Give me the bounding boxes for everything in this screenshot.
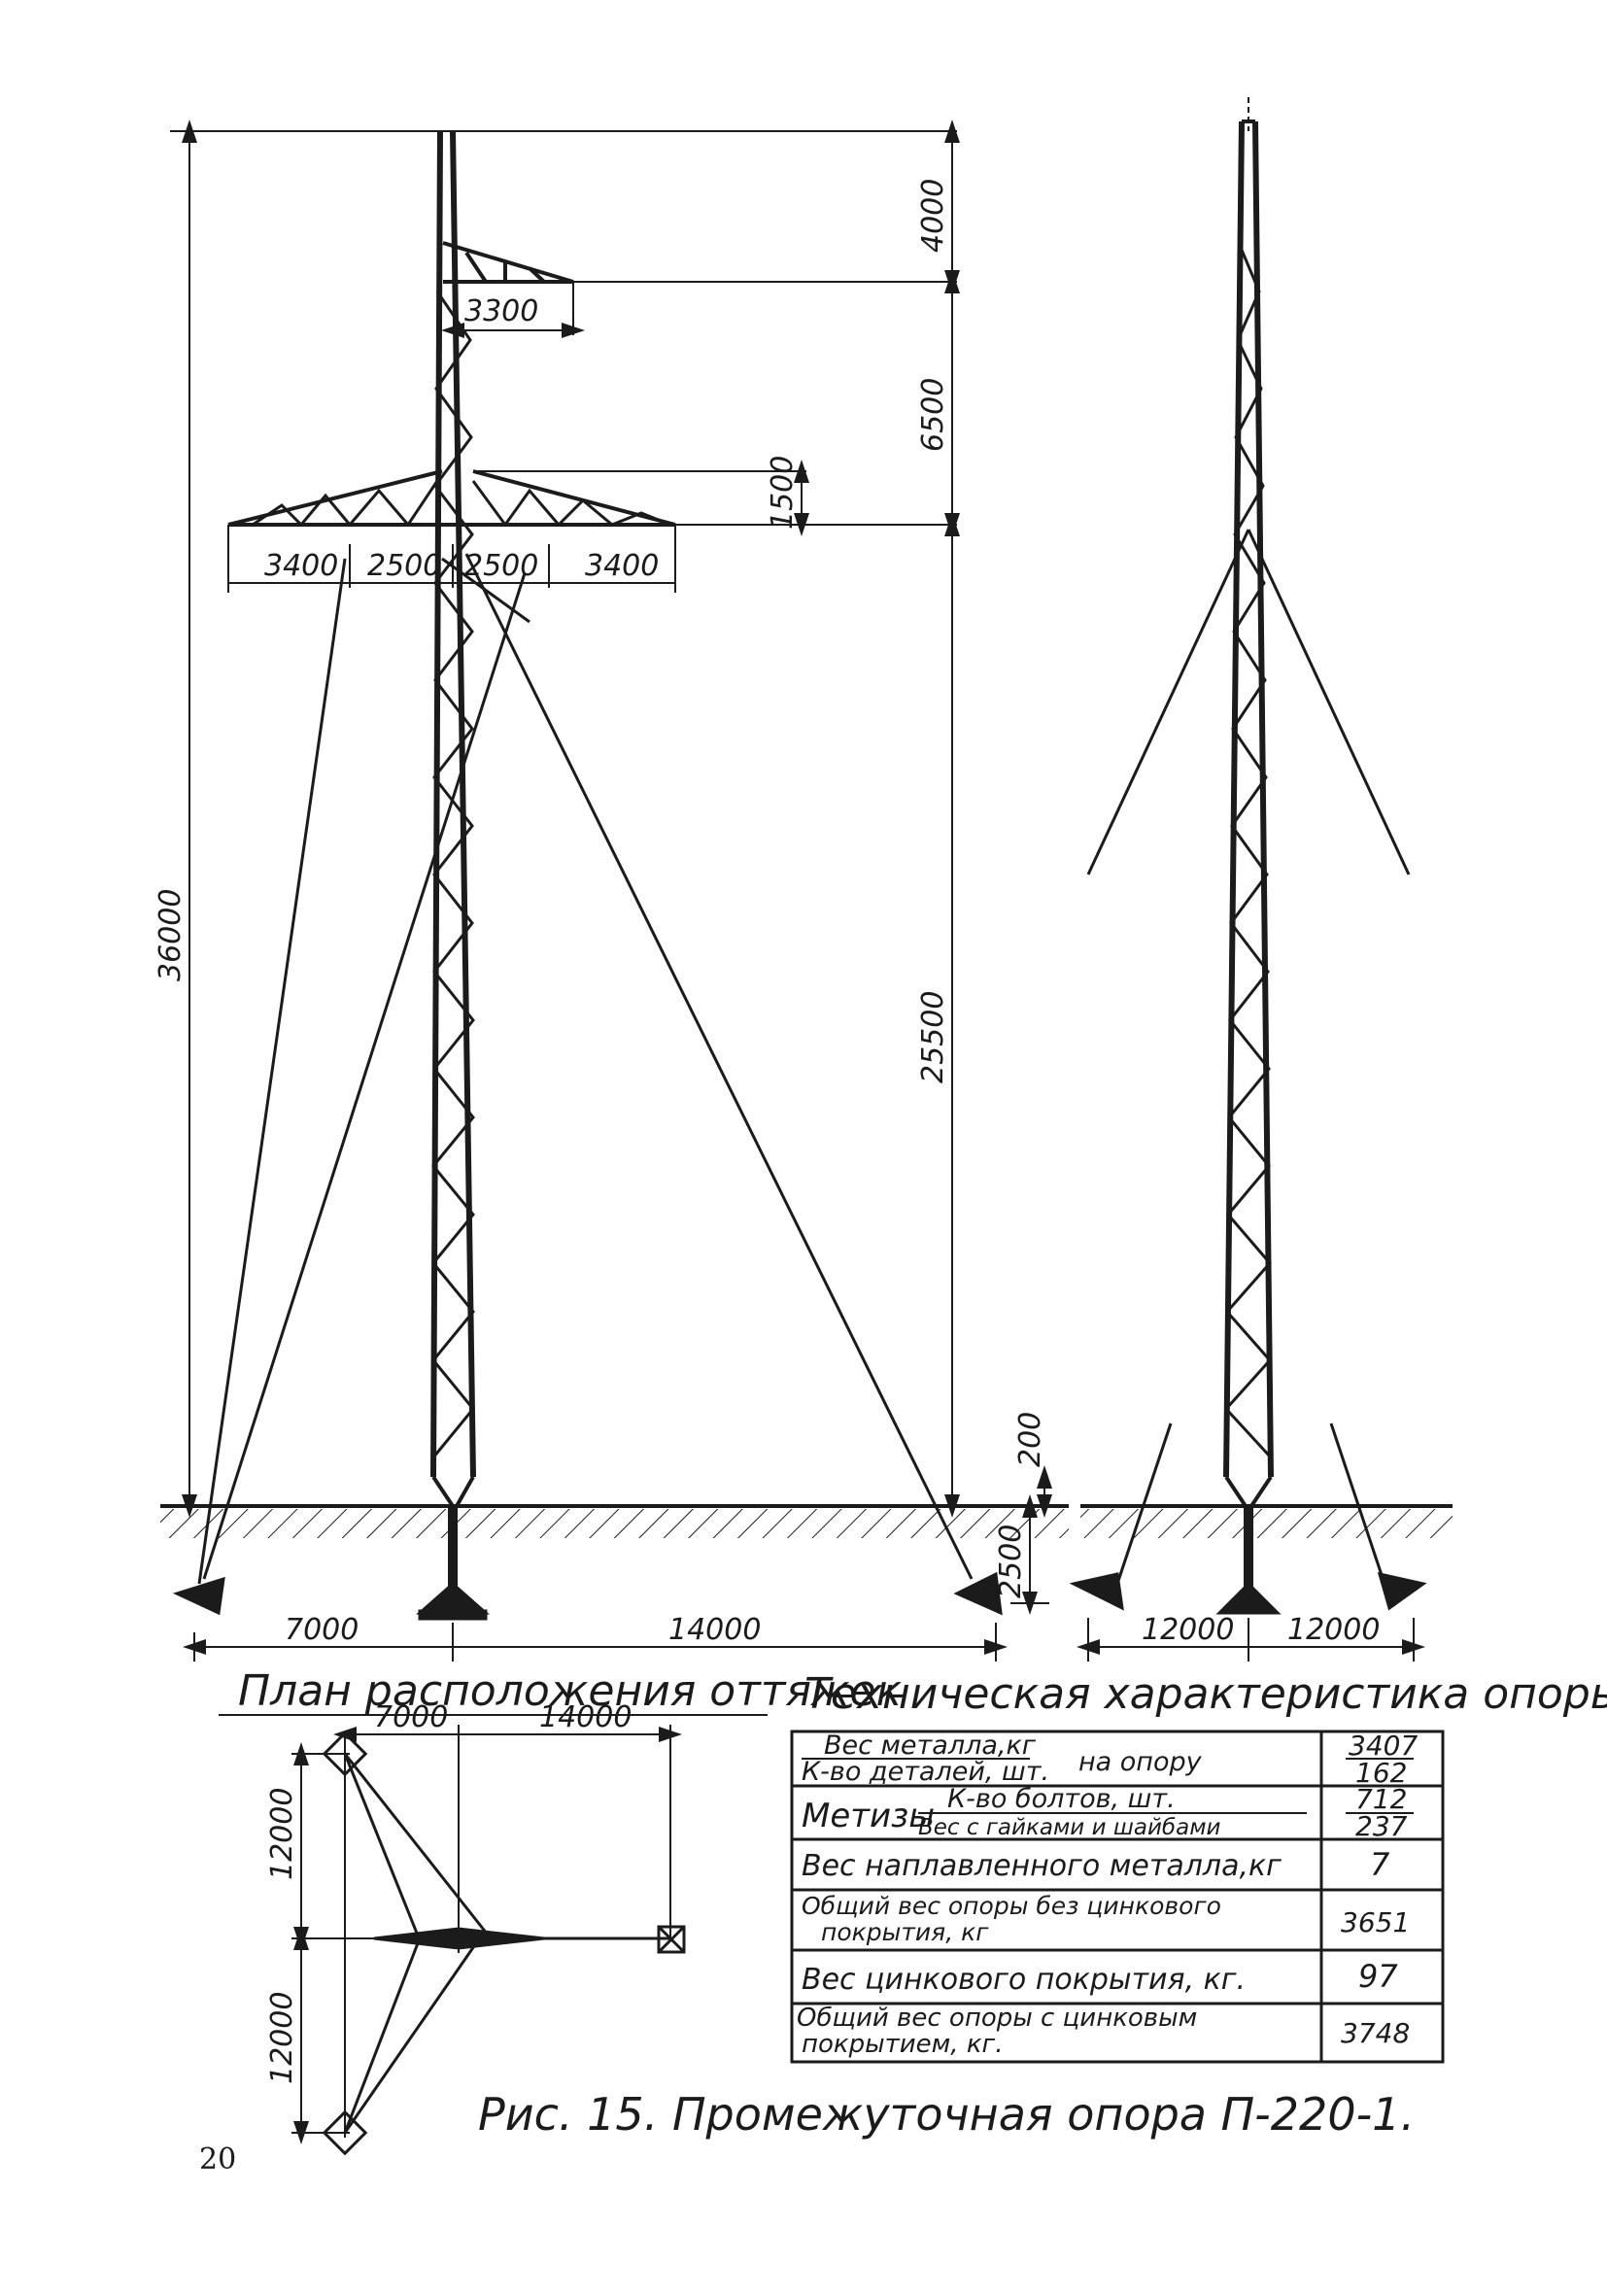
row6-value: 3748 (1341, 2017, 1410, 2049)
mast-front (416, 130, 490, 1621)
row2-value-bottom: 237 (1355, 1810, 1408, 1842)
plan-dim-upper: 12000 (265, 1788, 299, 1880)
row1-label-bottom: К-во деталей, шт. (802, 1757, 1049, 1787)
figure-caption: Рис. 15. Промежуточная опора П-220-1. (478, 2088, 1415, 2141)
row4-label-bottom: покрытия, кг (821, 1918, 989, 1946)
row1-value-bottom: 162 (1355, 1757, 1407, 1789)
row4-value: 3651 (1341, 1906, 1410, 1938)
tech-table: Техническая характеристика опоры Вес мет… (790, 1669, 1607, 2064)
row2-value-top: 712 (1355, 1783, 1407, 1815)
anchor-left (172, 1576, 225, 1616)
dim-lower-segment: 25500 (916, 991, 950, 1083)
plan-dim-right: 14000 (539, 1700, 632, 1734)
plan-anchor-bottom (322, 2109, 368, 2156)
dim-arm-inner-left: 2500 (367, 549, 441, 583)
row3-label: Вес наплавленного металла,кг (802, 1849, 1282, 1883)
row6-label-top: Общий вес опоры с цинковым (797, 2004, 1197, 2033)
dim-side-left: 12000 (1142, 1613, 1234, 1647)
guy-plan: План расположения оттяжек 7000 14000 120… (219, 1666, 903, 2156)
dim-top-segment: 4000 (916, 179, 950, 253)
anchor-right (953, 1571, 1003, 1616)
row6-label-bottom: покрытием, кг. (802, 2030, 1003, 2059)
dim-anchor-depth: 2500 (994, 1525, 1028, 1598)
plan-title: План расположения оттяжек (238, 1666, 903, 1716)
dim-base-gap: 200 (1013, 1412, 1047, 1467)
lower-crossarm (227, 469, 676, 528)
ground-hatch (160, 1509, 1069, 1538)
upper-crossarm (442, 241, 574, 284)
row4-label-top: Общий вес опоры без цинкового (802, 1892, 1221, 1920)
row1-value-top: 3407 (1349, 1730, 1418, 1762)
page-number: 20 (199, 2142, 236, 2176)
dim-upper-arm: 3300 (464, 294, 538, 328)
plan-dim-left: 7000 (374, 1700, 448, 1734)
dimension-lines (170, 120, 1052, 1662)
dim-arm-inner-right: 2500 (464, 549, 538, 583)
row5-label: Вес цинкового покрытия, кг. (802, 1963, 1246, 1997)
plan-anchor-top (322, 1731, 368, 1777)
dim-arm-outer-left: 3400 (264, 549, 338, 583)
side-elevation: 12000 12000 (1069, 97, 1427, 1662)
plan-mast (373, 1927, 545, 1950)
row5-value: 97 (1358, 1958, 1398, 1995)
row2-label-top: К-во болтов, шт. (947, 1784, 1176, 1814)
table-title: Техническая характеристика опоры (804, 1669, 1607, 1719)
dim-side-right: 12000 (1287, 1613, 1380, 1647)
row1-label-side: на опору (1078, 1747, 1203, 1777)
row2-label-main: Метизы (802, 1797, 935, 1835)
dim-guy-right: 14000 (668, 1613, 761, 1647)
dim-total-height: 36000 (154, 889, 188, 981)
row3-value: 7 (1370, 1846, 1390, 1883)
guy-wires (197, 553, 974, 1585)
dim-guy-left: 7000 (285, 1613, 359, 1647)
dim-arm-outer-right: 3400 (585, 549, 659, 583)
row1-label-top: Вес металла,кг (824, 1731, 1037, 1761)
dim-arm-rise: 1500 (766, 456, 800, 530)
dim-upper-segment: 6500 (916, 378, 950, 452)
row2-label-bottom: Вес с гайками и шайбами (918, 1815, 1221, 1840)
plan-dim-lower: 12000 (265, 1992, 299, 2084)
front-elevation: 36000 4000 6500 25500 1500 200 2500 3300… (154, 120, 1453, 1662)
plan-anchor-right (657, 1925, 686, 1954)
side-lattice (1223, 242, 1273, 1459)
